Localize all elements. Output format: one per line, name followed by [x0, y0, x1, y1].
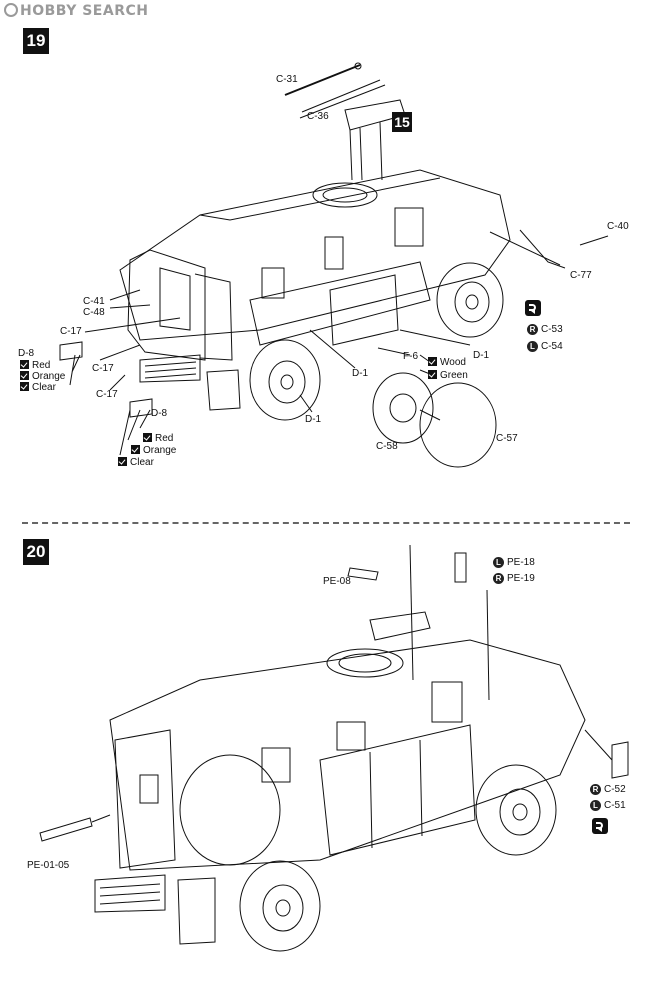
part-c77: C-77	[570, 270, 592, 281]
f6-option-wood: Wood	[428, 357, 466, 368]
part-d8-a: D-8	[18, 348, 35, 359]
step-20-number: 20	[23, 539, 49, 565]
check-icon	[143, 433, 152, 442]
part-c31: C-31	[276, 74, 298, 85]
part-c58: C-58	[376, 441, 398, 452]
right-badge-icon: R	[590, 784, 601, 795]
part-c17-a: C-17	[60, 326, 82, 337]
step-divider	[22, 522, 630, 524]
part-c40: C-40	[607, 221, 629, 232]
check-icon	[131, 445, 140, 454]
part-d8-b: D-8	[151, 408, 168, 419]
f6-option-green: Green	[428, 370, 468, 381]
part-d1-a: D-1	[473, 350, 490, 361]
check-icon	[118, 457, 127, 466]
part-c17-c: C-17	[96, 389, 118, 400]
flip-over-icon	[525, 300, 541, 316]
d8b-option-clear: Clear	[118, 457, 154, 468]
part-pe08: PE-08	[323, 576, 351, 587]
left-badge-icon: L	[527, 341, 538, 352]
d8a-option-clear: Clear	[20, 382, 56, 393]
left-badge-icon: L	[590, 800, 601, 811]
step-19-number: 19	[23, 28, 49, 54]
flip-over-icon	[592, 818, 608, 834]
part-d1-c: D-1	[305, 414, 322, 425]
watermark: HOBBY SEARCH	[4, 3, 148, 19]
d8b-option-red: Red	[143, 433, 173, 444]
check-icon	[428, 357, 437, 366]
logo-icon	[4, 3, 18, 17]
part-c57: C-57	[496, 433, 518, 444]
part-d1-b: D-1	[352, 368, 369, 379]
check-icon	[20, 360, 29, 369]
part-c36: C-36	[307, 111, 329, 122]
right-badge-icon: R	[493, 573, 504, 584]
check-icon	[20, 371, 29, 380]
d8a-option-orange: Orange	[20, 371, 65, 382]
d8a-option-red: Red	[20, 360, 50, 371]
check-icon	[428, 370, 437, 379]
check-icon	[20, 382, 29, 391]
part-f6: F-6	[403, 351, 418, 362]
right-badge-icon: R	[527, 324, 538, 335]
part-c17-b: C-17	[92, 363, 114, 374]
part-c41: C-41	[83, 296, 105, 307]
left-badge-icon: L	[493, 557, 504, 568]
part-c48: C-48	[83, 307, 105, 318]
watermark-text: HOBBY SEARCH	[20, 3, 149, 19]
d8b-option-orange: Orange	[131, 445, 176, 456]
part-pe0105: PE-01-05	[27, 860, 70, 871]
